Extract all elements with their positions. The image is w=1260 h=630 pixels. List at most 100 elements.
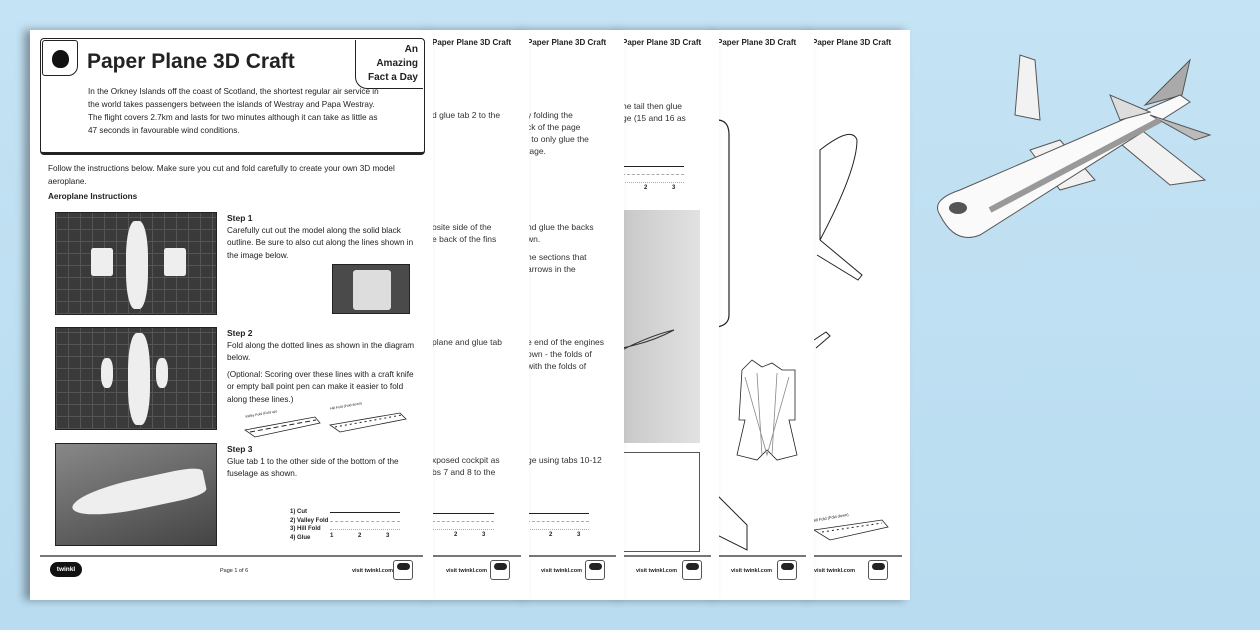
step-title: Step 2 — [227, 328, 253, 338]
main-page: Paper Plane 3D Craft An Amazing Fact a D… — [30, 30, 433, 600]
text-fragment: plane and glue tab — [432, 337, 502, 347]
fuselage-template-drawing — [717, 119, 798, 551]
text-fragment: ge using tabs 10-12 — [527, 455, 602, 465]
footer-divider — [812, 555, 902, 557]
quality-badge-icon — [490, 560, 510, 580]
page-header: Paper Plane 3D Craft — [432, 38, 512, 47]
badge-line: Fact a Day — [367, 72, 418, 83]
intro-text: In the Orkney Islands off the coast of S… — [88, 87, 379, 135]
wing-template-drawing — [813, 133, 863, 349]
cockpit-window — [949, 202, 967, 214]
footer-site: visit twinkl.com — [814, 568, 855, 574]
fold-diagram — [243, 412, 407, 438]
text-fragment: e end of the engines — [527, 337, 605, 347]
fold-diagram — [812, 519, 889, 541]
fact-box — [40, 38, 425, 155]
back-page-6: Paper Plane 3D Craft Hill Fold (Fold dow… — [812, 30, 910, 600]
legend-hill-line — [622, 182, 684, 183]
quality-badge-icon — [393, 560, 413, 580]
legend-valley: 2) Valley Fold — [290, 517, 329, 524]
step-3-photo — [55, 443, 217, 546]
text-fragment: he sections that — [527, 252, 587, 262]
step-1: Step 1 Carefully cut out the model along… — [227, 212, 417, 262]
back-page-2: Paper Plane 3D Craft d glue tab 2 to the… — [432, 30, 529, 600]
tab-number: 3 — [482, 532, 486, 538]
text-fragment: nd glue the backs — [527, 222, 594, 232]
instructions-intro: Follow the instructions below. Make sure… — [48, 164, 395, 186]
text-fragment: ge (15 and 16 as — [622, 113, 686, 123]
legend-valley-line — [622, 174, 684, 175]
photo-frame — [622, 452, 700, 552]
text-fragment: e back of the fins — [432, 234, 497, 244]
legend-cut-line — [527, 513, 589, 514]
legend-valley-line — [527, 521, 589, 522]
footer-divider — [527, 555, 616, 557]
tab-number: 3 — [386, 533, 390, 539]
footer-divider — [40, 555, 423, 557]
back-page-4: Paper Plane 3D Craft he tail then glue g… — [622, 30, 719, 600]
quality-badge-icon — [682, 560, 702, 580]
legend-hill-line — [527, 529, 589, 530]
twinkl-logo: twinkl — [50, 562, 82, 577]
badge-line: An Amazing — [376, 44, 418, 69]
step-1-photo — [55, 212, 217, 315]
tab-number: 2 — [549, 532, 553, 538]
footer-divider — [717, 555, 806, 557]
legend-glue: 4) Glue — [290, 534, 311, 541]
step-note: (Optional: Scoring over these lines with… — [227, 369, 414, 404]
paper-airplane-illustration — [937, 54, 1212, 238]
legend-cut-line — [432, 513, 494, 514]
back-page-3: Paper Plane 3D Craft y folding the ck of… — [527, 30, 624, 600]
text-fragment: l to only glue the — [527, 134, 589, 144]
footer-divider — [432, 555, 521, 557]
step-title: Step 3 — [227, 444, 253, 454]
text-fragment: wn. — [527, 234, 541, 244]
tab-number: 2 — [454, 532, 458, 538]
text-fragment: d glue tab 2 to the — [432, 110, 501, 120]
step-2: Step 2 Fold along the dotted lines as sh… — [227, 327, 417, 406]
page-header: Paper Plane 3D Craft — [717, 38, 797, 47]
step-2-photo — [55, 327, 217, 430]
step-3: Step 3 Glue tab 1 to the other side of t… — [227, 443, 417, 481]
back-page-5: Paper Plane 3D Craft visit twinkl.com — [717, 30, 814, 600]
step-title: Step 1 — [227, 213, 253, 223]
text-fragment: arrows in the — [527, 264, 576, 274]
legend-valley-line — [330, 521, 400, 522]
legend-cut-line — [330, 512, 400, 513]
quality-badge-icon — [777, 560, 797, 580]
page-number: Page 1 of 6 — [220, 568, 249, 574]
footer-site: visit twinkl.com — [446, 568, 487, 574]
quality-badge-icon — [868, 560, 888, 580]
legend-hill-line — [330, 529, 400, 530]
quality-badge-icon — [585, 560, 605, 580]
window-strip — [988, 117, 1162, 213]
tab-number: 2 — [358, 533, 362, 539]
apple-icon — [42, 40, 78, 76]
text-fragment: he tail then glue — [622, 101, 683, 111]
legend-cut-line — [622, 166, 684, 167]
text-fragment: bs 7 and 8 to the — [432, 467, 496, 477]
step-text: Fold along the dotted lines as shown in … — [227, 340, 415, 363]
legend-cut: 1) Cut — [290, 509, 307, 515]
legend-hill-line — [432, 529, 494, 530]
tab-number: 3 — [672, 185, 676, 191]
photo-tail-assembly — [622, 210, 700, 443]
text-fragment: y folding the — [527, 110, 573, 120]
text-fragment: own - the folds of — [527, 349, 592, 359]
page-header: Paper Plane 3D Craft — [812, 38, 892, 47]
footer-divider — [622, 555, 711, 557]
footer-site: visit twinkl.com — [541, 568, 582, 574]
tab-number: 2 — [644, 185, 648, 191]
page-header: Paper Plane 3D Craft — [527, 38, 607, 47]
legend-valley-line — [432, 521, 494, 522]
footer-site: visit twinkl.com — [636, 568, 677, 574]
step-text: Carefully cut out the model along the so… — [227, 225, 414, 260]
page-header: Paper Plane 3D Craft — [622, 38, 702, 47]
step-text: Glue tab 1 to the other side of the bott… — [227, 456, 399, 479]
text-fragment: xposed cockpit as — [432, 455, 500, 465]
text-fragment: with the folds of — [527, 361, 587, 371]
footer-site: visit twinkl.com — [731, 568, 772, 574]
legend-hill: 3) Hill Fold — [290, 526, 321, 532]
section-heading: Aeroplane Instructions — [48, 192, 138, 201]
step-1-detail-photo — [332, 264, 410, 314]
